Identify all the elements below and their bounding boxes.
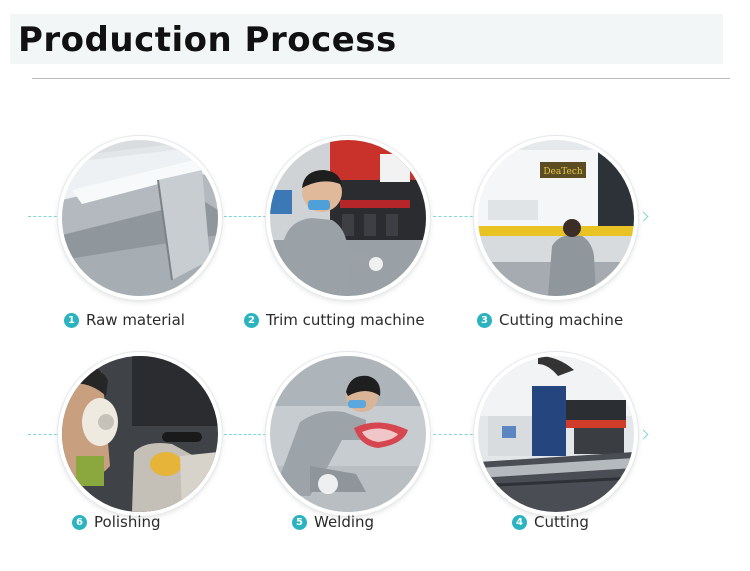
- connector-line: [219, 434, 271, 435]
- trim-cutting-machine-photo: [266, 136, 430, 300]
- step-label: Raw material: [86, 311, 185, 329]
- machine-brand-label: DeaTech: [543, 167, 583, 177]
- step-number-badge: 6: [72, 514, 87, 530]
- polishing-photo: [58, 352, 222, 516]
- title-divider: [32, 78, 730, 79]
- step-number-badge: 3: [477, 312, 492, 328]
- step-label: Polishing: [94, 513, 161, 531]
- step-raw-material: 1 Raw material: [64, 311, 185, 329]
- welding-photo: [266, 352, 430, 516]
- connector-line: [428, 434, 478, 435]
- cutting-machine-photo: DeaTech: [474, 136, 638, 300]
- step-trim-cutting-machine: 2 Trim cutting machine: [244, 311, 425, 329]
- connector-arrow-icon: [638, 429, 649, 440]
- connector-arrow-icon: [638, 211, 649, 222]
- connector-line: [219, 216, 271, 217]
- step-cutting-machine: 3 Cutting machine: [477, 311, 623, 329]
- page-title: Production Process: [18, 20, 397, 60]
- step-number-badge: 5: [292, 514, 307, 530]
- step-label: Cutting machine: [499, 311, 624, 329]
- step-label: Trim cutting machine: [266, 311, 425, 329]
- connector-line: [428, 216, 478, 217]
- step-cutting: 4 Cutting: [512, 513, 589, 531]
- connector-line: [28, 434, 62, 435]
- step-number-badge: 4: [512, 514, 527, 530]
- step-label: Welding: [314, 513, 375, 531]
- step-polishing: 6 Polishing: [72, 513, 161, 531]
- cutting-photo: [474, 352, 638, 516]
- raw-material-photo: [58, 136, 222, 300]
- step-number-badge: 1: [64, 312, 79, 328]
- connector-line: [28, 216, 62, 217]
- step-welding: 5 Welding: [292, 513, 374, 531]
- step-label: Cutting: [534, 513, 589, 531]
- step-number-badge: 2: [244, 312, 259, 328]
- title-banner: [10, 14, 723, 64]
